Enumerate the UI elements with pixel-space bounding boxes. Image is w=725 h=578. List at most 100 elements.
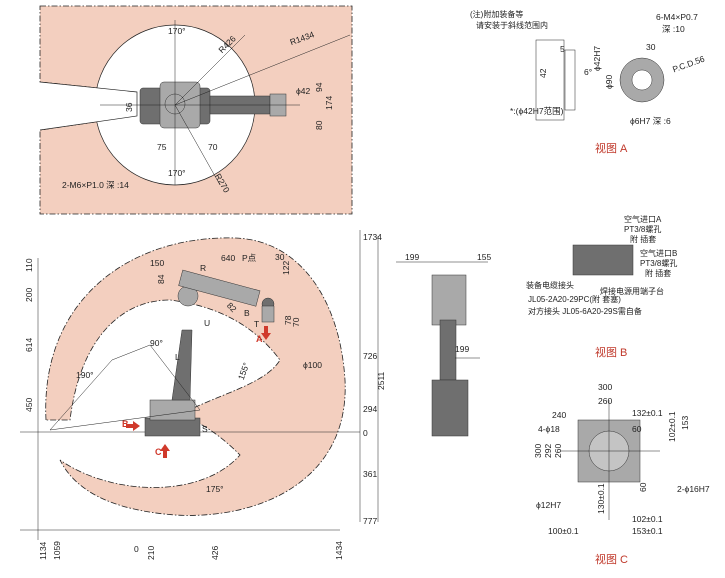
side-d150: 150: [150, 258, 164, 268]
view-c-d100: 100±0.1: [548, 526, 579, 536]
side-d70: 70: [291, 317, 301, 327]
view-a-d6: 6°: [584, 67, 592, 77]
view-b-air-b: 空气进口B: [640, 248, 677, 258]
view-b-pt2: PT3/8螺孔: [640, 258, 677, 268]
side-d2511: 2511: [376, 371, 386, 390]
side-p-point: P点: [242, 253, 257, 263]
side-d200: 200: [24, 288, 34, 302]
view-b-jl1: JL05-2A20-29PC(附 套塞): [528, 294, 621, 304]
bottom-d1434: 1434: [334, 541, 344, 560]
side-angle-90: 90°: [150, 338, 163, 348]
side-d100: ϕ100: [303, 360, 322, 370]
view-a-star: *:(ϕ42H7范围): [510, 106, 564, 116]
view-c-d102b: 102±0.1: [632, 514, 663, 524]
view-c-d300-left: 300: [533, 444, 543, 458]
side-axis-B: B: [244, 308, 250, 318]
view-a-d90: ϕ90: [604, 75, 614, 89]
top-angle-top: 170°: [168, 26, 186, 36]
side-angle-175: 175°: [206, 484, 224, 494]
side-axis-S: S: [202, 424, 208, 434]
view-c-d60-top: 60: [632, 424, 642, 434]
front-d155: 155: [477, 252, 491, 262]
bottom-d1134: 1134: [38, 541, 48, 560]
side-robot: [144, 269, 275, 437]
bottom-d426: 426: [210, 546, 220, 560]
view-c-2phi16h7: 2-ϕ16H7: [677, 484, 710, 494]
side-d640: 640: [221, 253, 235, 263]
view-a: (注)附加装备等 请安装于斜线范围内 5 ϕ42H7 ϕ90 42 6° *:(…: [470, 9, 706, 155]
side-d78: 78: [283, 315, 293, 325]
view-b-air-a: 空气进口A: [624, 214, 662, 224]
top-d94: 94: [314, 82, 324, 92]
top-angle-bottom: 170°: [168, 168, 186, 178]
side-view-B: B: [122, 419, 129, 429]
bottom-d1059: 1059: [52, 541, 62, 560]
view-c-label: 视图 C: [595, 552, 628, 566]
view-b-label: 视图 B: [595, 345, 627, 359]
view-c-d260-left: 260: [553, 444, 563, 458]
side-d726: 726: [363, 351, 377, 361]
top-d36: 36: [124, 102, 134, 112]
view-b-pt1: PT3/8螺孔: [624, 224, 661, 234]
bottom-d210: 210: [146, 546, 156, 560]
side-angle-190: 190°: [76, 370, 94, 380]
side-d30: 30: [275, 252, 285, 262]
side-d0-right: 0: [363, 428, 368, 438]
top-d42: ϕ42: [296, 86, 310, 96]
side-d361: 361: [363, 469, 377, 479]
top-d70: 70: [208, 142, 218, 152]
view-c-4phi18: 4-ϕ18: [538, 424, 560, 434]
view-c: 300 260 240 132±0.1 4-ϕ18 60 102±0.1 153…: [533, 382, 710, 566]
side-d84: 84: [156, 274, 166, 284]
view-c-d300-top: 300: [598, 382, 612, 392]
top-d174: 174: [324, 96, 334, 110]
side-d110: 110: [24, 258, 34, 272]
view-c-d292: 292: [543, 444, 553, 458]
view-a-label: 视图 A: [595, 141, 628, 155]
side-d122: 122: [281, 261, 291, 275]
view-a-deep: 深 :10: [662, 24, 685, 34]
side-angle-155: 155°: [236, 361, 251, 381]
top-d75: 75: [157, 142, 167, 152]
side-view-A: A: [256, 334, 263, 344]
side-d450: 450: [24, 398, 34, 412]
side-d1734: 1734: [363, 232, 382, 242]
side-view: 1734 110 200 614 450 726 2511 294 0 361 …: [20, 230, 386, 560]
view-c-phi12h7: ϕ12H7: [536, 500, 561, 510]
view-b-arrow: [126, 421, 140, 431]
view-a-d42: 42: [538, 68, 548, 78]
view-c-d260-top: 260: [598, 396, 612, 406]
view-a-note2: 请安装于斜线范围内: [476, 20, 548, 30]
view-c-d240: 240: [552, 410, 566, 420]
top-view: 170° 170° R426 R1434 R270 ϕ42 94 174 80 …: [39, 5, 353, 215]
side-axis-U: U: [204, 318, 210, 328]
view-c-d153b: 153±0.1: [632, 526, 663, 536]
view-b: 空气进口A PT3/8螺孔 附 插套 空气进口B PT3/8螺孔 附 插套 装备…: [526, 214, 677, 359]
view-a-d30: 30: [646, 42, 656, 52]
view-c-d132: 132±0.1: [632, 408, 663, 418]
view-b-plug2: 附 插套: [645, 268, 671, 278]
view-a-d6h7: ϕ6H7 深 :6: [630, 116, 671, 126]
view-a-d42h7: ϕ42H7: [592, 46, 602, 71]
view-c-d130: 130±0.1: [596, 483, 606, 514]
view-a-arrow: [261, 326, 271, 340]
view-a-pcd: P.C.D.56: [671, 53, 706, 74]
view-b-weld: 焊接电源用端子台: [600, 286, 664, 296]
view-b-cable: 装备电缆接头: [526, 280, 574, 290]
bottom-d0: 0: [134, 544, 139, 554]
top-d80: 80: [314, 120, 324, 130]
front-view: 199 155 199: [396, 252, 491, 437]
view-b-plug1: 附 插套: [630, 234, 656, 244]
view-b-jl2: 对方接头 JL05-6A20-29S需自备: [528, 306, 642, 316]
side-d614: 614: [24, 338, 34, 352]
view-c-arrow: [160, 444, 170, 458]
front-d199-mid: 199: [455, 344, 469, 354]
side-axis-L: L: [175, 352, 180, 362]
side-axis-T: T: [254, 319, 259, 329]
top-note-m6: 2-M6×P1.0 深 :14: [62, 180, 129, 190]
view-a-d5: 5: [560, 44, 565, 54]
view-a-m4: 6-M4×P0.7: [656, 12, 698, 22]
view-a-note1: (注)附加装备等: [470, 9, 523, 19]
